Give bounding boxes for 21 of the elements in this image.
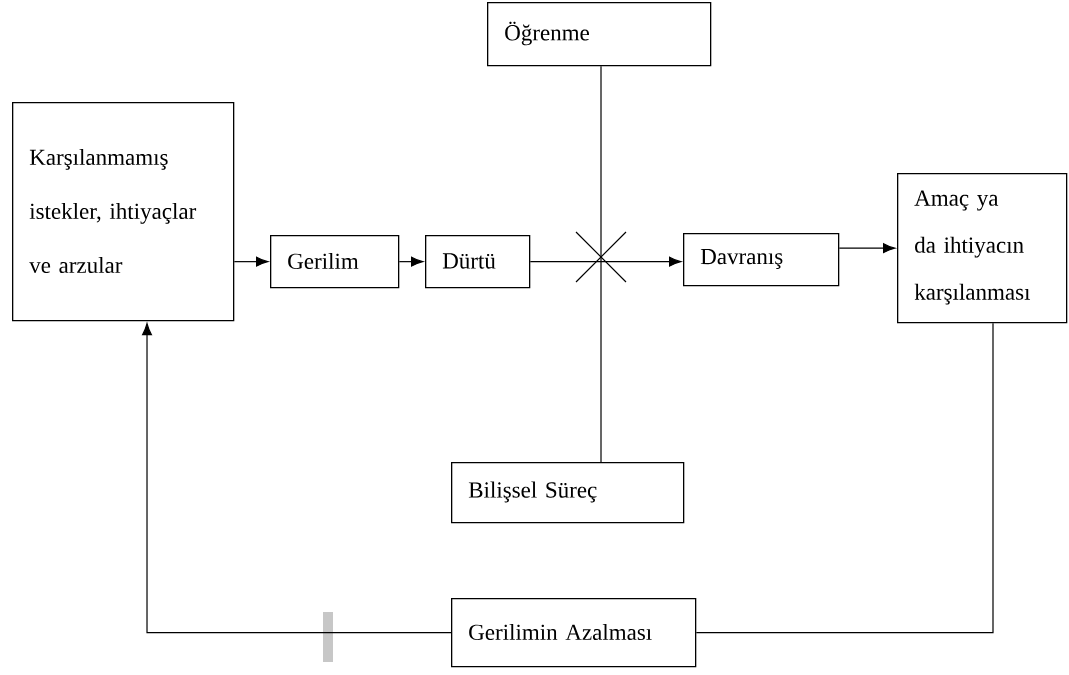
process-box (451, 598, 697, 668)
box-text: Öğrenme (505, 21, 589, 46)
arrow (838, 243, 896, 254)
arrow (398, 256, 424, 267)
arrow (233, 256, 269, 267)
process-box (451, 462, 685, 524)
box-text: Amaç ya da ihtiyacın karşılanması (914, 190, 1031, 305)
box-text: Karşılanmamış istekler, ihtiyaçlar ve arzular (29, 148, 197, 274)
arrow (529, 256, 682, 267)
process-box (12, 102, 235, 322)
process-box (487, 2, 712, 67)
box-text: Dürtü (442, 253, 496, 269)
process-box (683, 233, 840, 287)
process-box (270, 235, 400, 289)
box-text: Bilişsel Süreç (468, 481, 597, 503)
box-text: Gerilim (288, 252, 359, 270)
process-box (897, 173, 1068, 324)
process-box (425, 235, 531, 289)
arrow (142, 323, 452, 634)
box-text: Gerilimin Azalması (469, 623, 652, 641)
box-text: Davranış (700, 249, 783, 269)
